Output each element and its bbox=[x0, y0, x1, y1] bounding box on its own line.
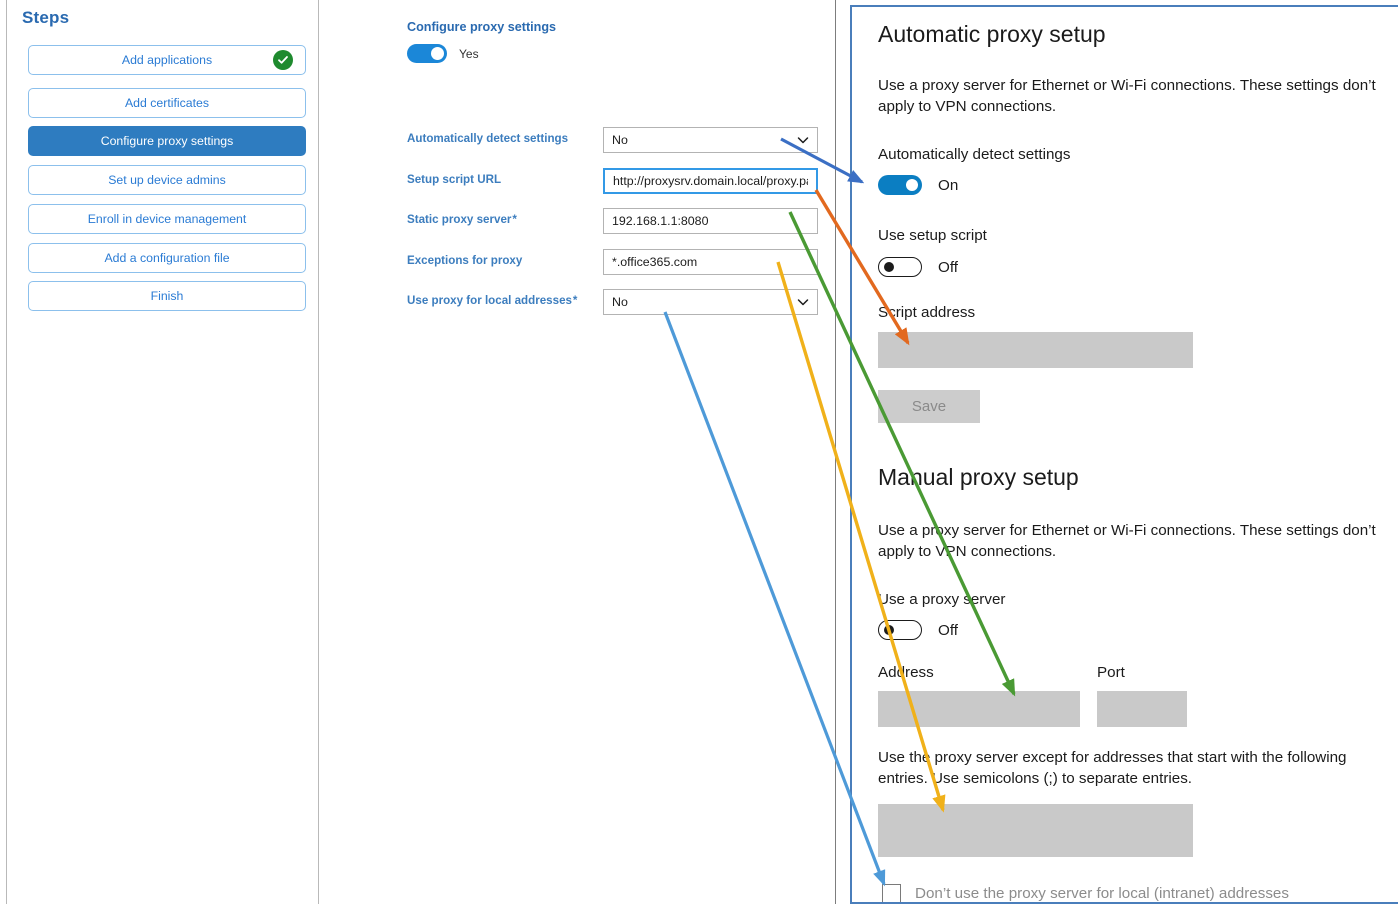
use-a-proxy-server-toggle[interactable]: Off bbox=[878, 620, 958, 640]
automatically-detect-settings-select[interactable]: No bbox=[603, 127, 818, 153]
field-label: Use proxy for local addresses * bbox=[407, 294, 578, 307]
exceptions-for-proxy-input-wrap[interactable] bbox=[603, 249, 818, 275]
step-label: Add a configuration file bbox=[104, 251, 230, 265]
step-label: Enroll in device management bbox=[87, 212, 247, 226]
step-add-certificates[interactable]: Add certificates bbox=[28, 88, 306, 118]
use-setup-script-toggle[interactable]: Off bbox=[878, 257, 958, 277]
toggle-state-label: On bbox=[938, 176, 959, 194]
bypass-local-addresses-checkbox-row[interactable]: Don’t use the proxy server for local (in… bbox=[882, 884, 1289, 902]
select-value: No bbox=[612, 133, 628, 147]
exceptions-description: Use the proxy server except for addresse… bbox=[878, 749, 1347, 787]
script-address-label: Script address bbox=[878, 304, 976, 321]
automatic-proxy-setup-description: Use a proxy server for Ethernet or Wi-Fi… bbox=[878, 77, 1376, 115]
step-label: Set up device admins bbox=[108, 173, 226, 187]
toggle-track[interactable] bbox=[878, 620, 922, 640]
step-label: Add certificates bbox=[124, 96, 210, 110]
use-setup-script-label: Use setup script bbox=[878, 227, 987, 244]
toggle-track[interactable] bbox=[878, 175, 922, 195]
step-add-applications[interactable]: Add applications bbox=[28, 45, 306, 75]
manual-proxy-setup-description: Use a proxy server for Ethernet or Wi-Fi… bbox=[878, 522, 1376, 560]
chevron-down-icon bbox=[797, 296, 809, 308]
step-add-a-configuration-file[interactable]: Add a configuration file bbox=[28, 243, 306, 273]
address-label: Address bbox=[878, 664, 934, 681]
step-label: Add applications bbox=[121, 53, 213, 67]
setup-script-url-input-wrap[interactable] bbox=[603, 168, 818, 194]
field-row-setup-script-url: Setup script URL bbox=[320, 168, 836, 194]
script-address-input[interactable] bbox=[878, 332, 1193, 368]
exceptions-for-proxy-input[interactable] bbox=[612, 255, 809, 269]
automatically-detect-settings-toggle[interactable]: On bbox=[878, 175, 958, 195]
field-label: Setup script URL bbox=[407, 173, 502, 186]
address-input[interactable] bbox=[878, 691, 1080, 727]
port-input[interactable] bbox=[1097, 691, 1187, 727]
field-row-use-proxy-for-local-addresses: Use proxy for local addresses * No bbox=[320, 289, 836, 315]
toggle-state-label: Off bbox=[938, 621, 958, 639]
static-proxy-server-input-wrap[interactable] bbox=[603, 208, 818, 234]
use-proxy-for-local-addresses-select[interactable]: No bbox=[603, 289, 818, 315]
chevron-down-icon bbox=[797, 134, 809, 146]
toggle-knob bbox=[884, 262, 894, 272]
proxy-form-panel: Configure proxy settings Yes Automatical… bbox=[320, 0, 836, 904]
setup-script-url-input[interactable] bbox=[613, 174, 808, 188]
field-label: Automatically detect settings bbox=[407, 132, 569, 145]
step-label: Configure proxy settings bbox=[100, 134, 234, 148]
toggle-track[interactable] bbox=[407, 44, 447, 63]
port-label: Port bbox=[1097, 664, 1125, 681]
step-configure-proxy-settings[interactable]: Configure proxy settings bbox=[28, 126, 306, 156]
toggle-knob bbox=[906, 179, 918, 191]
step-set-up-device-admins[interactable]: Set up device admins bbox=[28, 165, 306, 195]
bypass-local-addresses-label: Don’t use the proxy server for local (in… bbox=[915, 885, 1289, 902]
static-proxy-server-input[interactable] bbox=[612, 214, 809, 228]
field-row-static-proxy-server: Static proxy server * bbox=[320, 208, 836, 234]
check-circle-icon bbox=[273, 50, 293, 70]
exceptions-input[interactable] bbox=[878, 804, 1193, 857]
windows-proxy-settings-panel: Automatic proxy setup Use a proxy server… bbox=[850, 5, 1398, 904]
manual-proxy-setup-heading: Manual proxy setup bbox=[878, 464, 1079, 490]
step-finish[interactable]: Finish bbox=[28, 281, 306, 311]
form-title: Configure proxy settings bbox=[407, 20, 557, 34]
steps-title: Steps bbox=[22, 8, 70, 27]
toggle-state-label: Yes bbox=[459, 46, 479, 61]
save-button[interactable]: Save bbox=[878, 390, 980, 423]
toggle-knob bbox=[431, 47, 444, 60]
field-label: Exceptions for proxy bbox=[407, 254, 523, 267]
checkbox-icon[interactable] bbox=[882, 884, 901, 902]
field-label: Static proxy server * bbox=[407, 213, 517, 226]
field-row-automatically-detect-settings: Automatically detect settings No bbox=[320, 127, 836, 153]
toggle-state-label: Off bbox=[938, 258, 958, 276]
steps-panel: Steps Add applications Add certificates … bbox=[6, 0, 319, 904]
step-label: Finish bbox=[150, 289, 184, 303]
select-value: No bbox=[612, 295, 628, 309]
toggle-knob bbox=[884, 625, 894, 635]
automatically-detect-settings-label: Automatically detect settings bbox=[878, 146, 1071, 163]
use-a-proxy-server-label: Use a proxy server bbox=[878, 591, 1006, 608]
step-enroll-in-device-management[interactable]: Enroll in device management bbox=[28, 204, 306, 234]
configure-proxy-settings-toggle[interactable]: Yes bbox=[407, 44, 479, 63]
field-row-exceptions-for-proxy: Exceptions for proxy bbox=[320, 249, 836, 275]
automatic-proxy-setup-heading: Automatic proxy setup bbox=[878, 21, 1106, 47]
toggle-track[interactable] bbox=[878, 257, 922, 277]
